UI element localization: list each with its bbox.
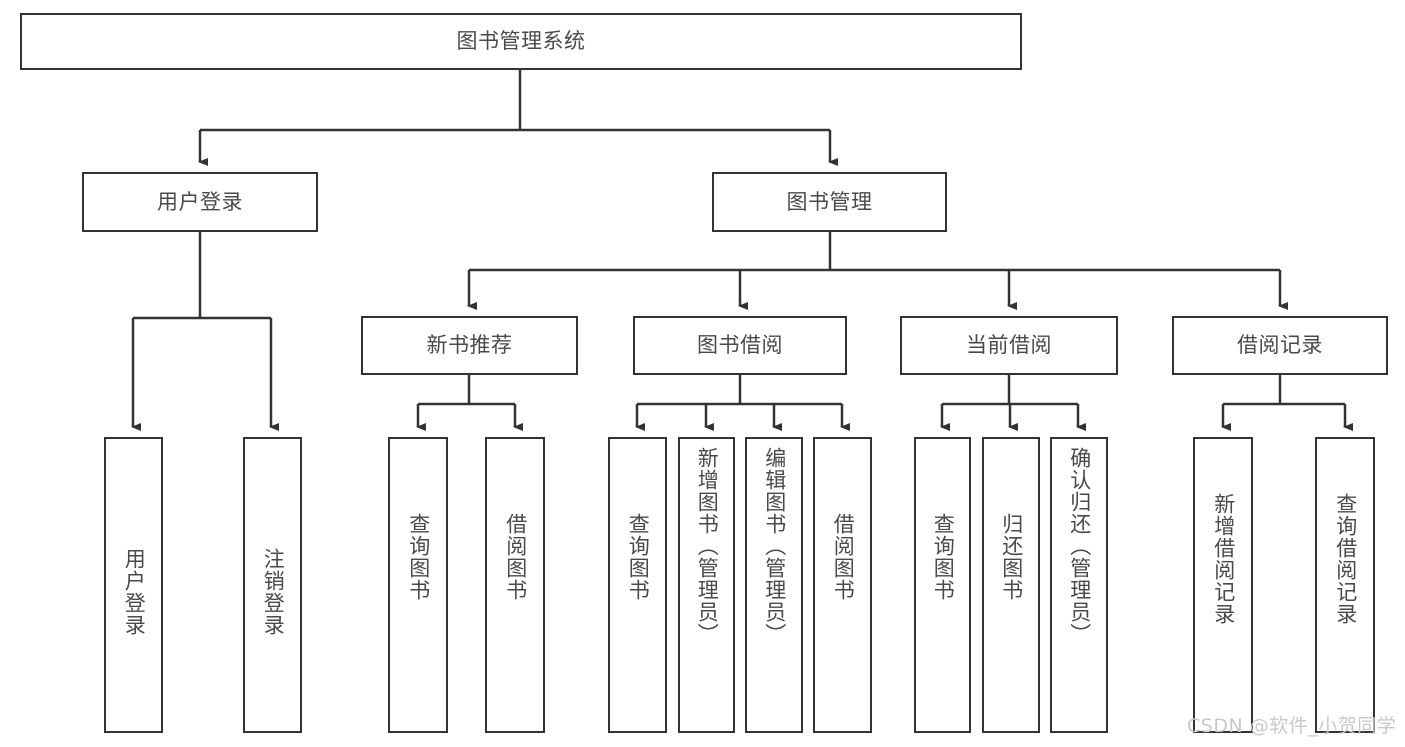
leaf-add-borrow-record[interactable]: 新增借阅记录 [1193, 437, 1253, 733]
watermark-text: CSDN @软件_小贺同学 [1187, 715, 1397, 737]
leaf-edit-book-admin[interactable]: 编辑图书（管理员） [745, 437, 803, 733]
node-label: 查询图书 [626, 513, 651, 601]
leaf-borrow-book-borrow[interactable]: 借阅图书 [813, 437, 872, 733]
node-label: 借阅记录 [1237, 333, 1323, 358]
leaf-add-book-admin[interactable]: 新增图书（管理员） [678, 437, 735, 733]
node-label: 查询图书 [931, 513, 956, 601]
node-label: 新书推荐 [426, 333, 513, 358]
node-label: 新增图书（管理员） [695, 447, 720, 645]
node-current-borrow[interactable]: 当前借阅 [900, 316, 1118, 375]
node-label: 归还图书 [999, 513, 1024, 601]
node-label: 图书借阅 [697, 333, 783, 358]
leaf-query-book-borrow[interactable]: 查询图书 [608, 437, 667, 733]
node-label: 新增借阅记录 [1211, 493, 1236, 625]
node-book-borrow[interactable]: 图书借阅 [633, 316, 847, 375]
node-label: 查询图书 [406, 513, 431, 601]
leaf-confirm-return-admin[interactable]: 确认归还（管理员） [1050, 437, 1108, 733]
node-label: 用户登录 [157, 189, 243, 214]
node-label: 确认归还（管理员） [1067, 447, 1092, 645]
node-new-book-recommend[interactable]: 新书推荐 [361, 316, 578, 375]
node-borrow-record[interactable]: 借阅记录 [1172, 316, 1388, 375]
node-label: 当前借阅 [966, 333, 1052, 358]
node-label: 图书管理系统 [456, 29, 586, 54]
node-label: 借阅图书 [831, 513, 856, 601]
leaf-return-book[interactable]: 归还图书 [982, 437, 1040, 733]
node-label: 用户登录 [122, 548, 147, 636]
leaf-user-login[interactable]: 用户登录 [104, 437, 163, 733]
leaf-query-borrow-record[interactable]: 查询借阅记录 [1315, 437, 1375, 733]
leaf-query-book-current[interactable]: 查询图书 [914, 437, 971, 733]
leaf-query-book-recommend[interactable]: 查询图书 [388, 437, 448, 733]
node-label: 编辑图书（管理员） [762, 447, 787, 645]
node-label: 图书管理 [786, 189, 873, 214]
node-book-management[interactable]: 图书管理 [712, 172, 947, 232]
node-root-system[interactable]: 图书管理系统 [20, 13, 1022, 70]
node-label: 注销登录 [261, 548, 286, 636]
node-user-login[interactable]: 用户登录 [82, 172, 318, 232]
leaf-logout[interactable]: 注销登录 [243, 437, 302, 733]
node-label: 借阅图书 [503, 513, 528, 601]
leaf-borrow-book-recommend[interactable]: 借阅图书 [485, 437, 545, 733]
node-label: 查询借阅记录 [1333, 493, 1358, 625]
